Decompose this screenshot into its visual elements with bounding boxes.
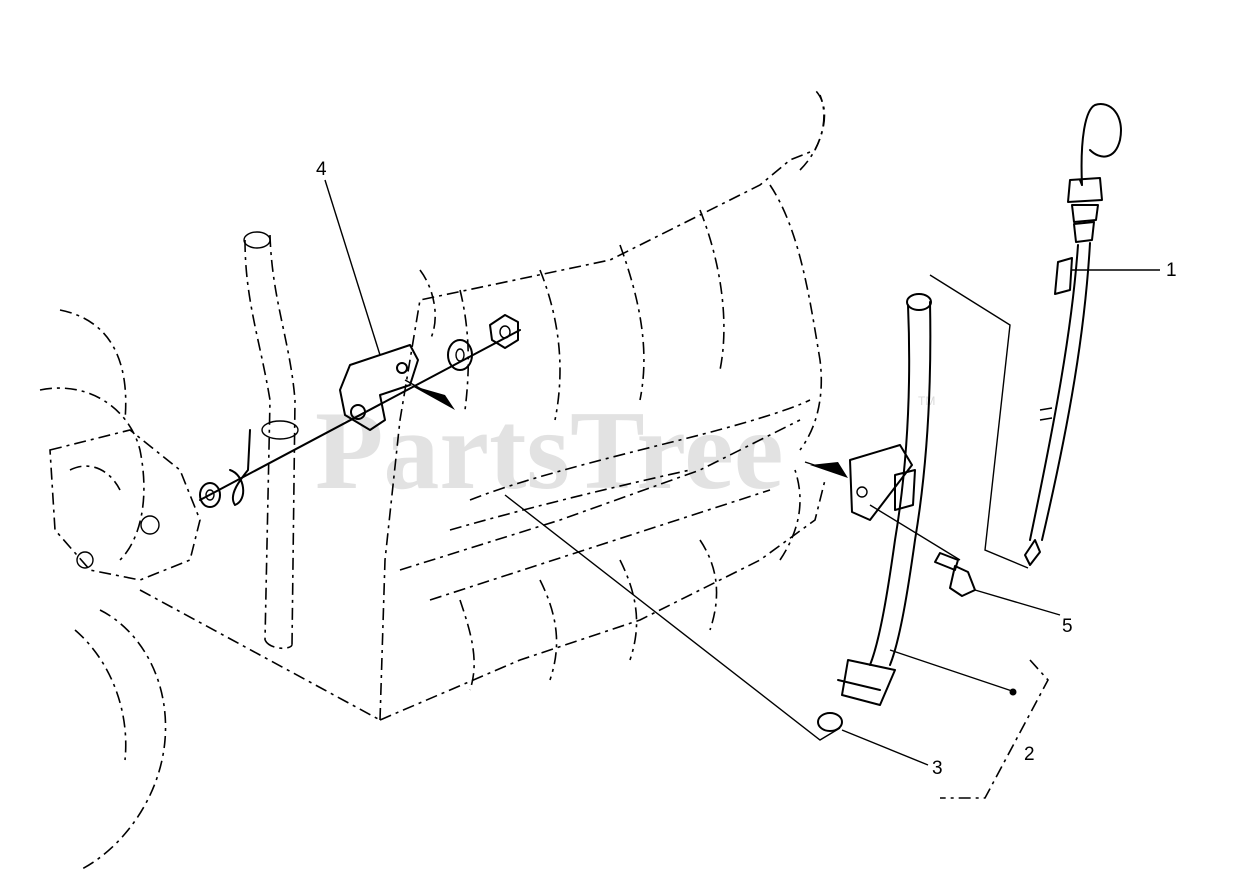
callout-1: 1 — [1166, 260, 1177, 281]
callout-2: 2 — [1024, 744, 1035, 765]
arrow-markers — [404, 379, 848, 478]
callout-4: 4 — [316, 159, 327, 180]
o-ring — [817, 712, 843, 732]
bolt — [934, 552, 976, 597]
leader-lines — [324, 179, 1160, 799]
flywheel-housing — [39, 309, 381, 871]
watermark-tm: TM — [918, 394, 935, 408]
callout-labels: 4 1 5 2 3 — [316, 159, 1177, 779]
washers-nut — [199, 314, 521, 508]
dipstick — [1024, 103, 1122, 566]
engine-block — [379, 89, 826, 721]
watermark-layer: PartsTree TM — [315, 389, 935, 513]
callout-5: 5 — [1062, 616, 1073, 637]
callout-3: 3 — [932, 758, 943, 779]
dipstick-tube — [837, 293, 932, 706]
vertical-pipe — [243, 231, 299, 650]
watermark-text: PartsTree — [315, 389, 784, 513]
